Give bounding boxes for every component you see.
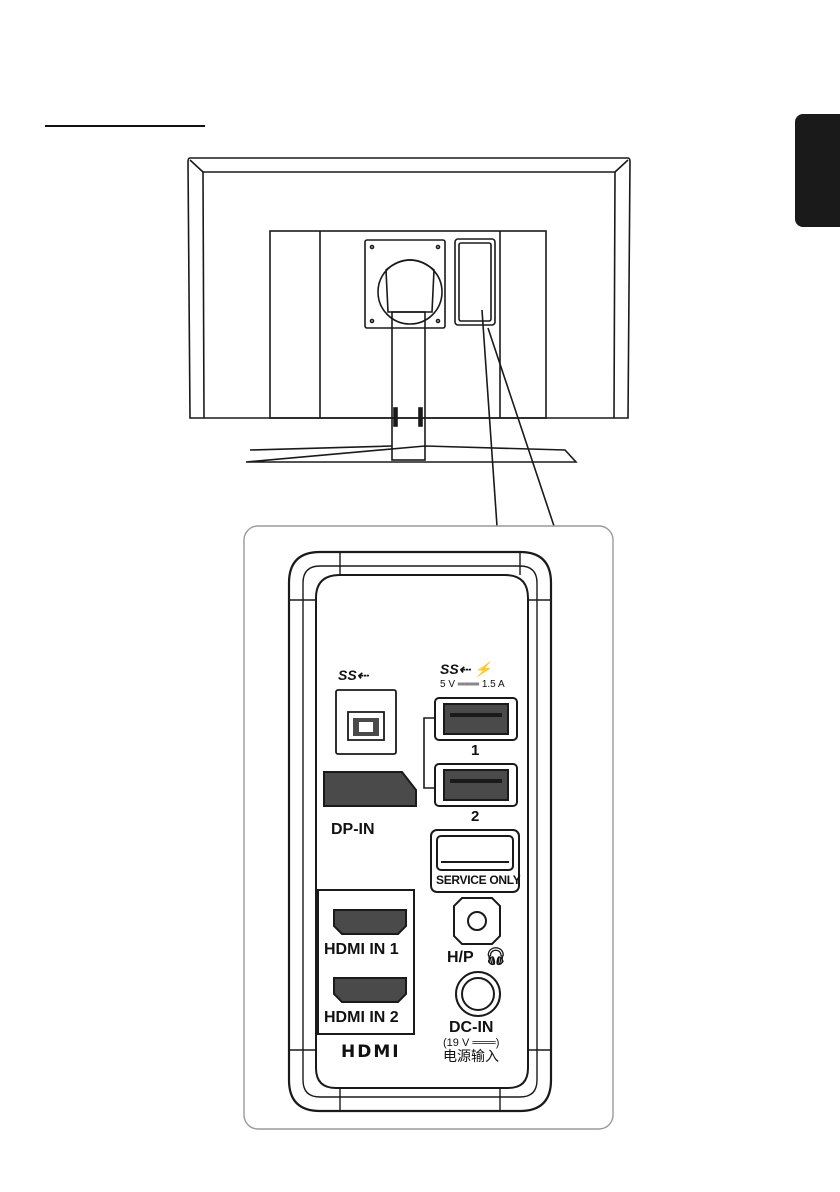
dc-in-spec: (19 V ═══) [443,1038,499,1049]
port-panel [289,552,551,1111]
usb-port-1-label: 1 [471,743,479,758]
usb-upstream-symbol: SS⇠ [338,668,368,682]
dp-in-label: DP-IN [331,822,375,838]
usb-a-port-2 [435,764,517,806]
usb-power-spec: 5 V ═══ 1.5 A [440,680,505,690]
callout-box [244,526,613,1129]
headphone-jack [454,898,500,944]
usb-a-port-1 [435,698,517,740]
dc-in-label: DC-IN [449,1020,493,1036]
usb-bracket [424,718,435,788]
displayport-port [324,772,416,806]
service-only-label: SERVICE ONLY [436,874,520,886]
hdmi-in-1-label: HDMI IN 1 [324,942,399,958]
dc-in-chinese-label: 电源输入 [443,1050,499,1064]
dc-in-jack [456,972,500,1016]
headphone-icon: 🎧︎ [485,948,507,965]
hdmi-logo: HDMI [341,1044,401,1061]
usb-downstream-symbol: SS⇠ ⚡ [440,662,492,676]
headphone-label: H/P [447,950,474,966]
monitor-rear-view [188,158,630,526]
hdmi-in-2-label: HDMI IN 2 [324,1010,399,1026]
usb-port-2-label: 2 [471,809,479,824]
usb-b-port [336,690,396,754]
